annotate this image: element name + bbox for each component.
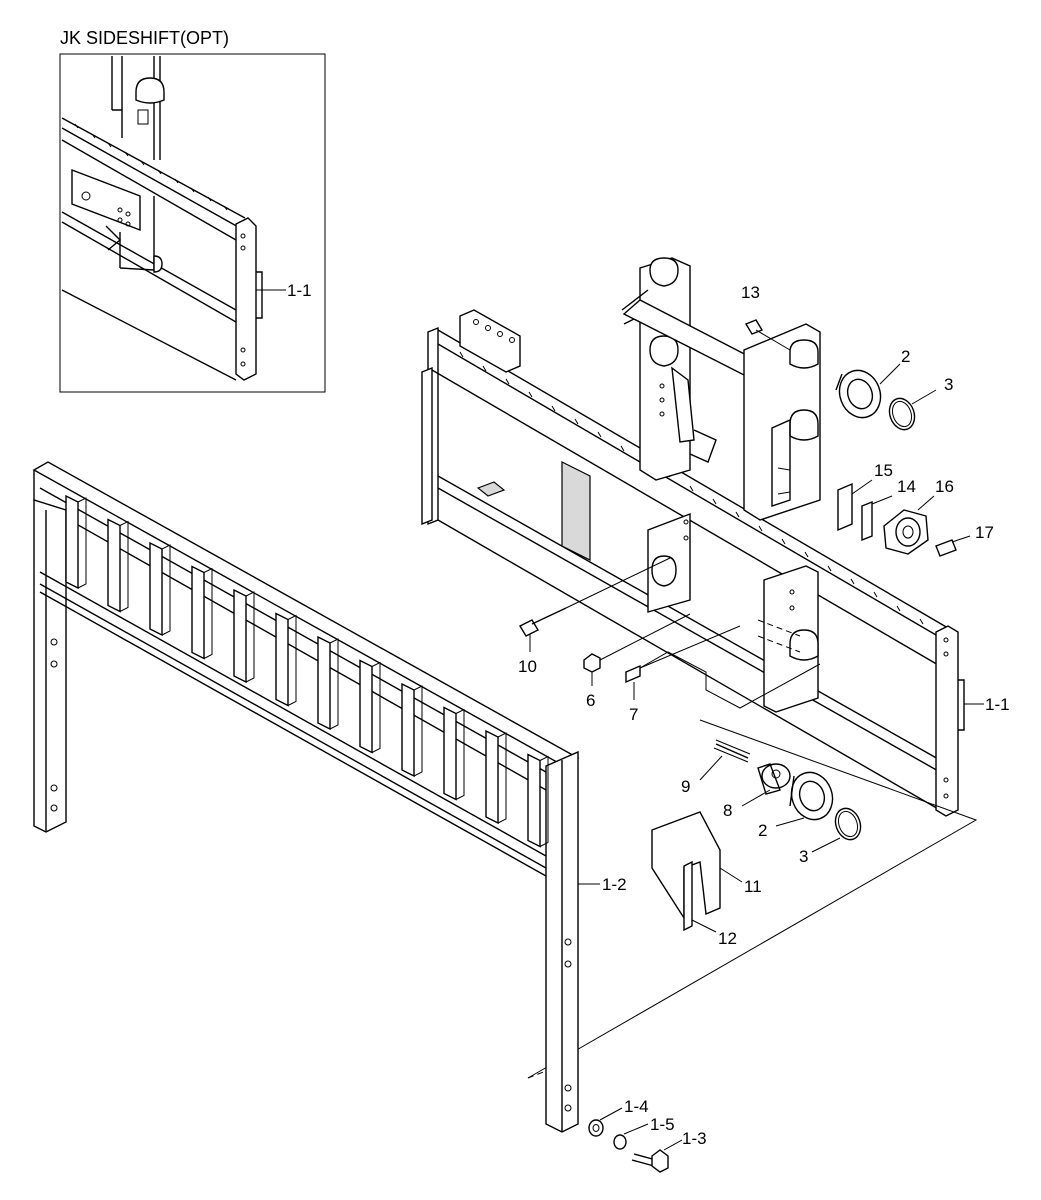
load-backrest xyxy=(32,461,600,1133)
callout-labels: 13 2 3 15 14 16 17 10 6 7 1-1 9 8 2 3 11… xyxy=(518,283,1010,1148)
backrest-slat-edge xyxy=(77,497,87,589)
backrest-slat xyxy=(149,541,163,637)
backrest-slats xyxy=(65,494,549,848)
backrest-slat-edge xyxy=(161,544,171,636)
callout-2-lower: 2 xyxy=(758,821,767,840)
small-parts xyxy=(519,319,978,1111)
callout-14: 14 xyxy=(897,477,916,496)
backrest-slat xyxy=(65,494,79,590)
inset-sideshift: JK SIDESHIFT(OPT) 1-1 xyxy=(59,28,326,393)
backrest-slat xyxy=(527,753,541,848)
inset-frame xyxy=(59,53,326,393)
hardware-bottom xyxy=(588,1107,683,1173)
backrest-slat-edge xyxy=(413,685,423,777)
backrest-slat-edge xyxy=(455,708,465,800)
backrest-slat xyxy=(359,659,373,754)
callout-3-top: 3 xyxy=(944,375,953,394)
callout-6: 6 xyxy=(586,691,595,710)
inset-label-1-1: 1-1 xyxy=(287,281,312,300)
backrest-slat xyxy=(233,588,247,684)
backrest-slat xyxy=(401,682,415,778)
callout-15: 15 xyxy=(874,461,893,480)
callout-8: 8 xyxy=(723,801,732,820)
callout-1-2: 1-2 xyxy=(602,875,627,894)
backrest-slat-edge xyxy=(203,567,213,659)
backrest-slat-edge xyxy=(329,638,339,730)
backrest-slat-edge xyxy=(539,755,549,847)
backrest-slat xyxy=(485,729,499,825)
backrest-slat xyxy=(191,565,205,660)
backrest-slat xyxy=(107,518,121,613)
backrest-slat-edge xyxy=(287,614,297,706)
callout-17: 17 xyxy=(975,523,994,542)
callout-1-4: 1-4 xyxy=(624,1097,649,1116)
backrest-slat-edge xyxy=(119,520,129,612)
backrest-slat-edge xyxy=(497,732,507,824)
callout-7: 7 xyxy=(629,705,638,724)
callout-3-lower: 3 xyxy=(799,847,808,866)
inset-title: JK SIDESHIFT(OPT) xyxy=(60,28,229,48)
callout-1-1: 1-1 xyxy=(985,695,1010,714)
backrest-slat-edge xyxy=(245,591,255,683)
callout-16: 16 xyxy=(935,477,954,496)
backrest-slat-edge xyxy=(371,661,381,753)
callout-11: 11 xyxy=(744,877,762,896)
callout-1-5: 1-5 xyxy=(650,1115,675,1134)
roller-plate xyxy=(743,323,821,713)
callout-9: 9 xyxy=(681,777,690,796)
callout-1-3: 1-3 xyxy=(682,1129,707,1148)
backrest-slat xyxy=(317,635,331,731)
callout-2-top: 2 xyxy=(901,347,910,366)
backrest-slat xyxy=(275,612,289,707)
callout-13: 13 xyxy=(741,283,760,302)
callout-10: 10 xyxy=(518,657,537,676)
callout-12: 12 xyxy=(718,929,737,948)
mast-plate xyxy=(621,257,757,613)
backrest-slat xyxy=(443,706,457,801)
